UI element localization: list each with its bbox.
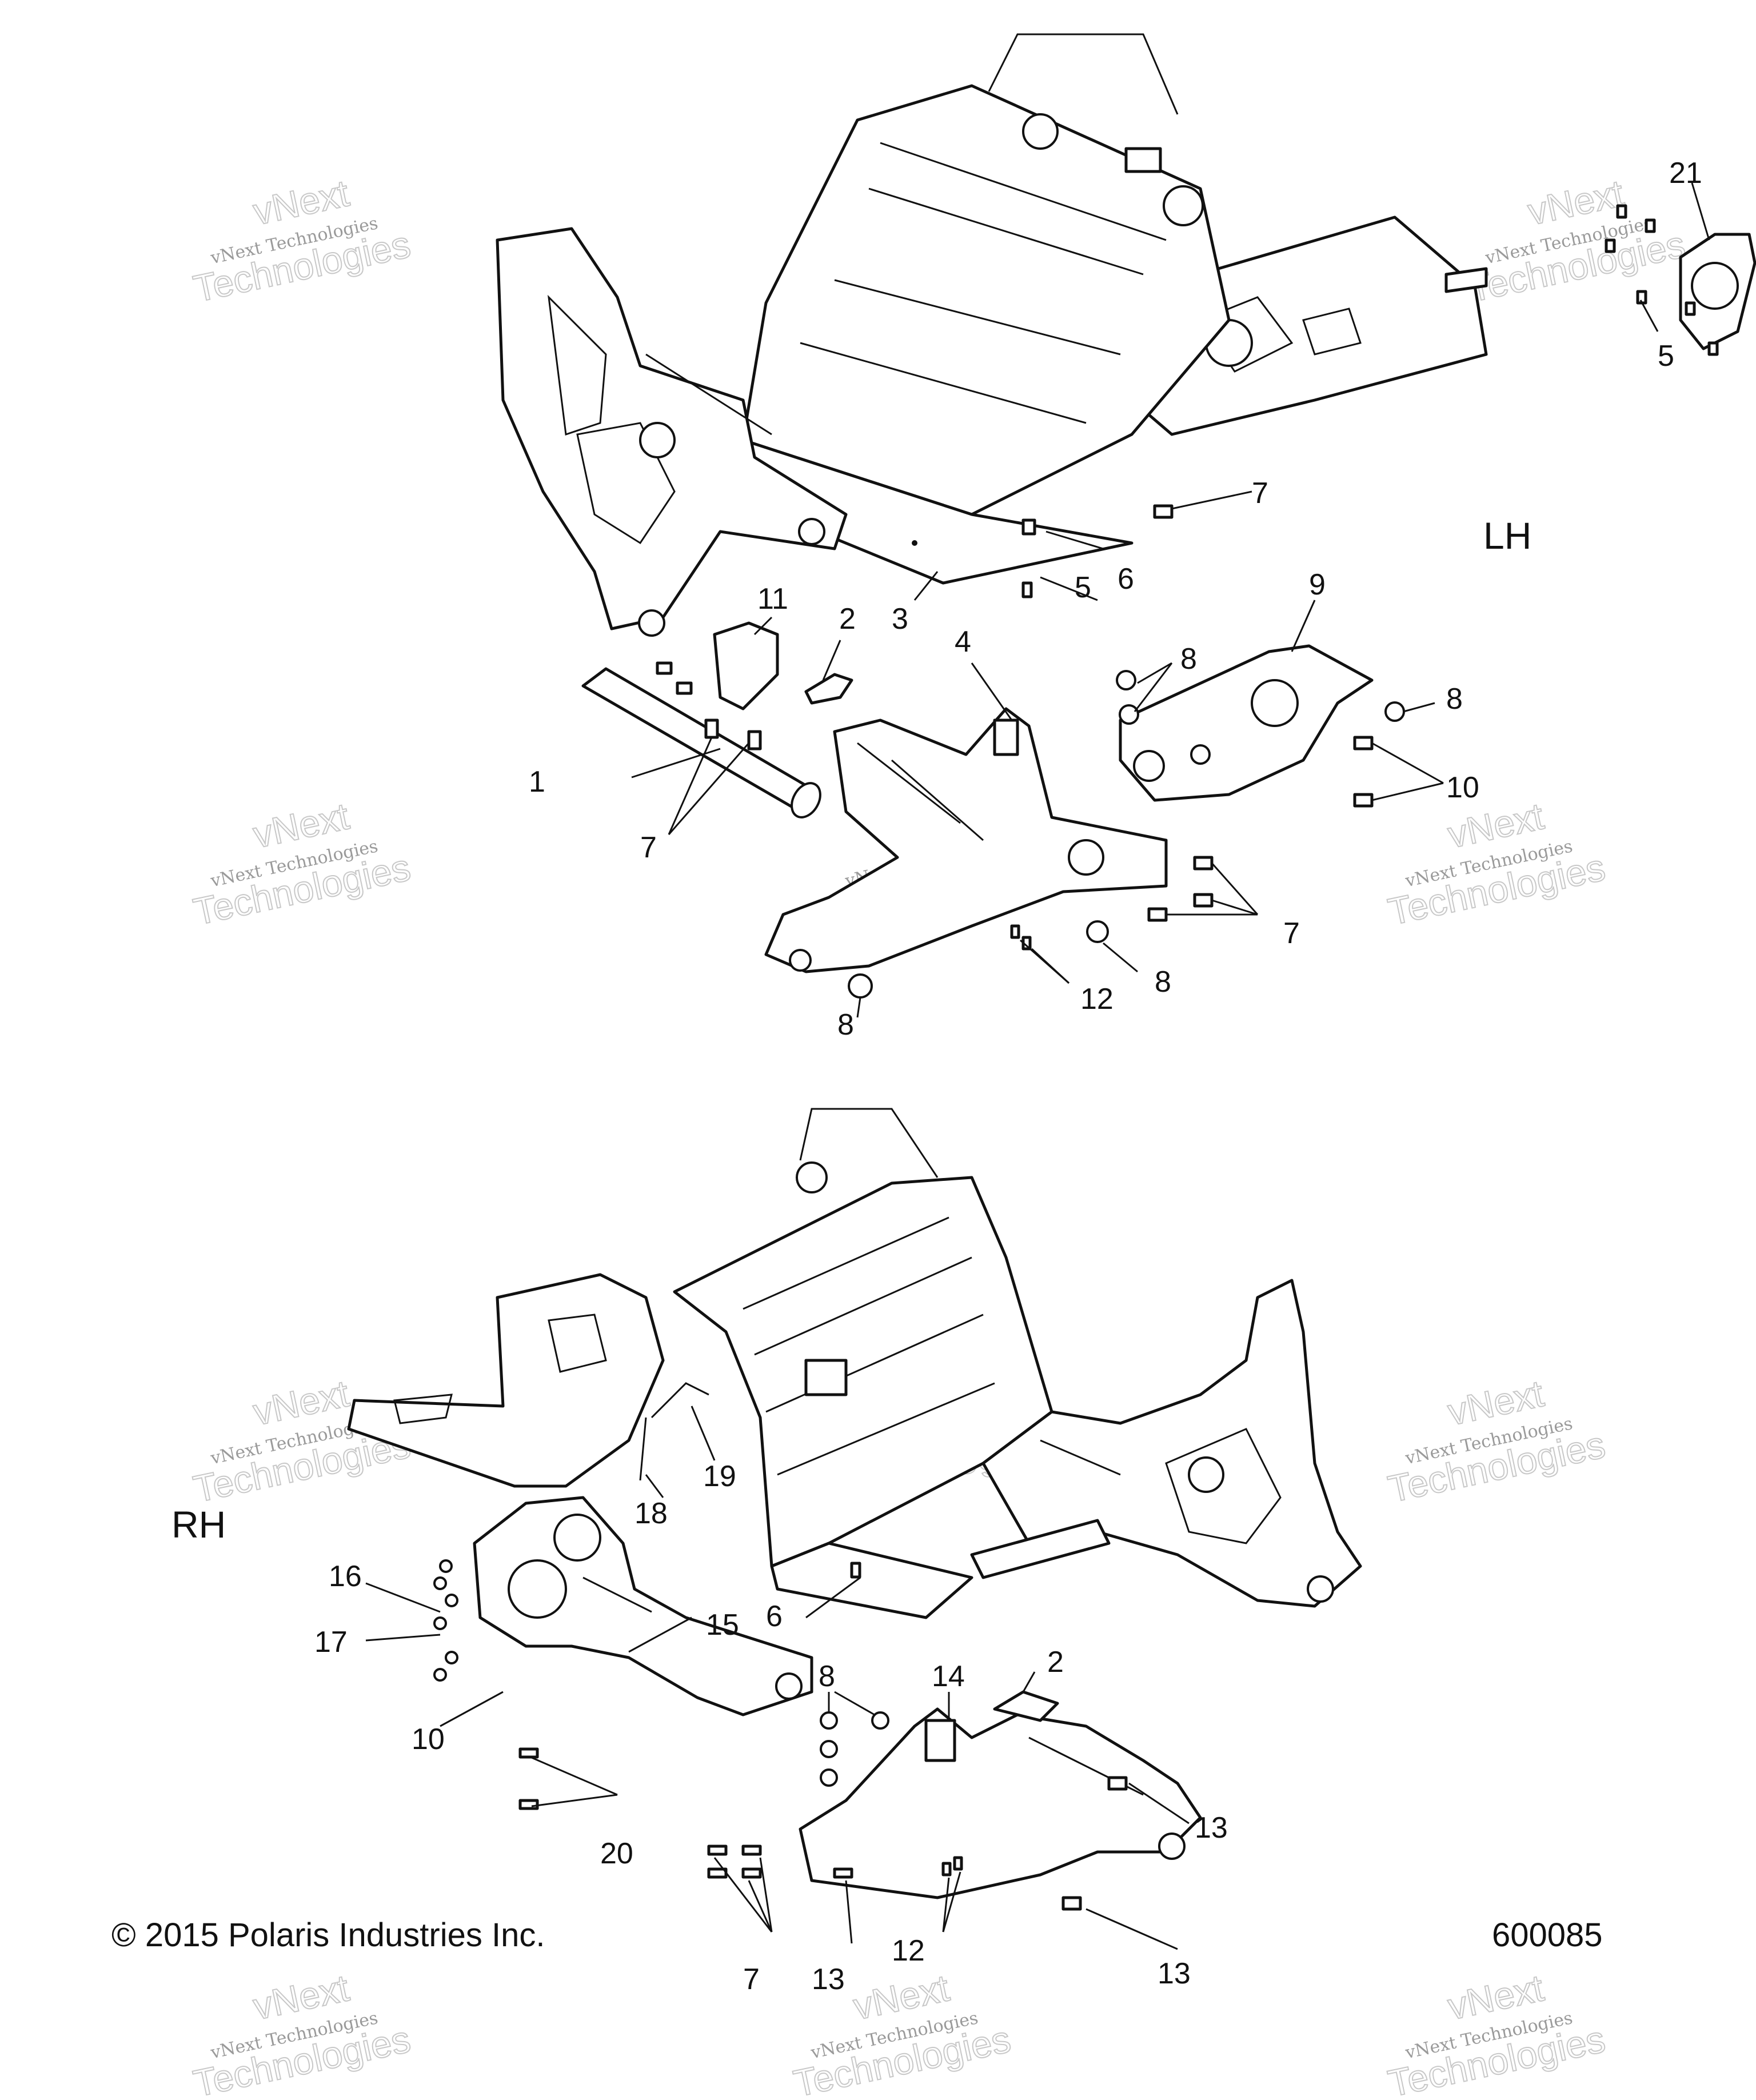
rh-callout-16: 16 <box>329 1560 362 1593</box>
rh-callout-19: 19 <box>703 1460 736 1493</box>
rh-callout-18: 18 <box>634 1497 668 1530</box>
lh-callout-7b: 7 <box>640 831 657 864</box>
lh-tube-item-1 <box>581 667 813 813</box>
lh-callouts: 1 2 3 4 5 6 7 7 7 8 8 8 8 9 10 11 12 21 … <box>529 157 1702 1041</box>
lh-callout-8b: 8 <box>1446 682 1463 716</box>
lh-fasteners <box>656 204 1719 999</box>
rh-callout-14: 14 <box>932 1660 965 1693</box>
rh-leader-lines <box>365 1406 1190 1950</box>
drawing-number: 600085 <box>1492 1917 1603 1954</box>
lh-callout-10: 10 <box>1446 771 1479 804</box>
rh-callout-7: 7 <box>743 1963 760 1996</box>
rh-plate-item-2 <box>993 1690 1059 1722</box>
rh-view-label: RH <box>171 1503 226 1546</box>
rh-callout-13a: 13 <box>1195 1811 1228 1845</box>
lh-front-frame-item-4 <box>764 707 1168 973</box>
lh-callout-6: 6 <box>1118 562 1134 596</box>
rh-callout-20: 20 <box>600 1837 633 1870</box>
rh-callout-15: 15 <box>706 1608 739 1642</box>
rh-callout-10: 10 <box>412 1723 445 1756</box>
lh-callout-8d: 8 <box>837 1008 854 1041</box>
lh-arm-item-9 <box>1119 644 1374 802</box>
rh-callouts: 2 6 7 8 10 12 13 13 13 14 15 16 17 18 19… <box>314 1460 1228 1996</box>
rh-callout-13c: 13 <box>1158 1957 1191 1990</box>
lh-callout-8a: 8 <box>1180 642 1197 676</box>
lh-callout-1: 1 <box>529 765 545 799</box>
lh-view: 1 2 3 4 5 6 7 7 7 8 8 8 8 9 10 11 12 21 … <box>496 33 1756 1041</box>
rh-tunnel-side-plate <box>347 1273 665 1488</box>
rh-callout-6: 6 <box>766 1600 783 1633</box>
copyright-notice: © 2015 Polaris Industries Inc. <box>111 1917 545 1954</box>
rh-fasteners <box>433 1559 1128 1911</box>
lh-callout-8c: 8 <box>1155 965 1171 999</box>
lh-callout-11: 11 <box>757 582 788 616</box>
lh-plate-item-2 <box>804 673 853 705</box>
lh-callout-5b: 5 <box>1658 340 1674 373</box>
rh-link-item-19 <box>650 1382 709 1419</box>
rh-view: 2 6 7 8 10 12 13 13 13 14 15 16 17 18 19… <box>171 1108 1362 1996</box>
lh-callout-12: 12 <box>1080 983 1114 1016</box>
lh-leader-lines <box>631 182 1710 1018</box>
lh-callout-3: 3 <box>892 602 908 636</box>
lh-callout-21: 21 <box>1669 157 1702 190</box>
rh-front-frame-item-14 <box>799 1707 1202 1899</box>
rh-link-item-18 <box>639 1417 647 1481</box>
lh-view-label: LH <box>1483 514 1531 557</box>
lh-bracket-item-11 <box>713 621 779 710</box>
lh-front-bulkhead <box>496 227 848 630</box>
lh-callout-7a: 7 <box>1252 477 1268 510</box>
rh-floor-plate <box>770 1542 973 1619</box>
lh-callout-4: 4 <box>955 625 971 658</box>
rh-callout-12: 12 <box>892 1934 925 1967</box>
rh-callout-13b: 13 <box>812 1963 845 1996</box>
rh-tube <box>970 1519 1111 1579</box>
lh-callout-5a: 5 <box>1075 571 1091 604</box>
rh-tunnel-body <box>673 1176 1053 1568</box>
lh-callout-2: 2 <box>839 602 856 636</box>
rh-callout-8: 8 <box>819 1660 835 1693</box>
lh-callout-7c: 7 <box>1283 917 1300 950</box>
rh-callout-2: 2 <box>1047 1646 1064 1679</box>
lh-callout-9: 9 <box>1309 568 1326 601</box>
rh-callout-17: 17 <box>314 1626 348 1659</box>
